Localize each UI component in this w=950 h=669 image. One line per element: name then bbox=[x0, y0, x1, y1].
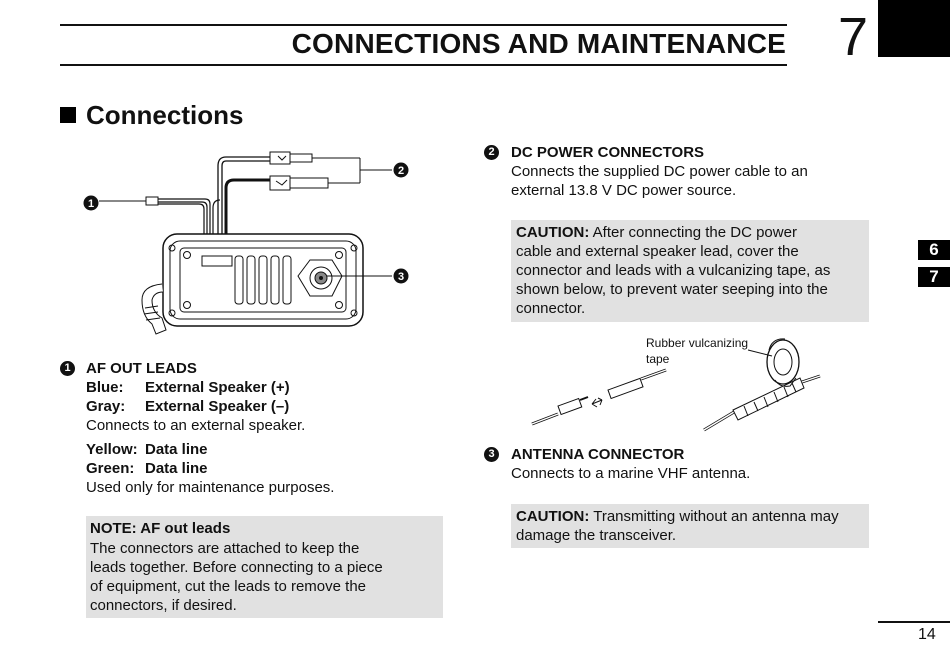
item-3-number: 3 bbox=[484, 447, 499, 462]
side-tab-6[interactable]: 6 bbox=[918, 240, 950, 260]
header-rule-top bbox=[60, 24, 787, 26]
caution-2-line-1: CAUTION: Transmitting without an antenna… bbox=[516, 507, 839, 526]
note-title: NOTE: AF out leads bbox=[90, 520, 231, 537]
item-1-number: 1 bbox=[60, 361, 75, 376]
note-box bbox=[86, 516, 443, 618]
blue-label: Blue: bbox=[86, 379, 124, 396]
caution-1-line-5: connector. bbox=[516, 300, 586, 317]
callout-3-text: 3 bbox=[398, 271, 404, 283]
side-tab-7[interactable]: 7 bbox=[918, 267, 950, 287]
dc-power-heading: DC POWER CONNECTORS bbox=[511, 144, 705, 161]
tape-label-line-2: tape bbox=[646, 352, 670, 366]
rear-panel-diagram: 1 2 3 bbox=[83, 151, 409, 335]
dc-power-desc-1: Connects the supplied DC power cable to … bbox=[511, 163, 808, 180]
vulcanizing-tape-diagram: Rubber vulcanizing tape bbox=[531, 336, 821, 432]
note-line-4: connectors, if desired. bbox=[90, 597, 237, 614]
caution-1-line-1: CAUTION: After connecting the DC power bbox=[516, 223, 797, 242]
chapter-title: CONNECTIONS AND MAINTENANCE bbox=[291, 28, 786, 59]
section-title-text: Connections bbox=[86, 100, 244, 130]
caution-box-1 bbox=[511, 220, 869, 322]
yellow-label: Yellow: bbox=[86, 441, 138, 458]
caution-1-line-4: shown below, to prevent water seeping in… bbox=[516, 281, 828, 298]
green-value: Data line bbox=[145, 460, 208, 477]
note-line-2: leads together. Before connecting to a p… bbox=[90, 559, 383, 576]
caution-2-line-2: damage the transceiver. bbox=[516, 527, 677, 544]
af-out-desc: Connects to an external speaker. bbox=[86, 417, 306, 434]
af-out-heading: AF OUT LEADS bbox=[86, 360, 197, 377]
gray-value: External Speaker (–) bbox=[145, 398, 290, 415]
maintenance-desc: Used only for maintenance purposes. bbox=[86, 479, 335, 496]
yellow-value: Data line bbox=[145, 441, 208, 458]
chapter-number: 7 bbox=[838, 7, 869, 67]
header-rule-bottom bbox=[60, 64, 787, 66]
note-line-1: The connectors are attached to keep the bbox=[90, 540, 360, 557]
gray-label: Gray: bbox=[86, 398, 126, 415]
square-bullet-icon bbox=[60, 107, 76, 123]
antenna-heading: ANTENNA CONNECTOR bbox=[511, 446, 685, 463]
caution-2-first-line: Transmitting without an antenna may bbox=[593, 508, 839, 525]
caution-1-first-line: After connecting the DC power bbox=[592, 224, 797, 241]
caution-2-label: CAUTION: bbox=[516, 508, 590, 525]
note-line-3: of equipment, cut the leads to remove th… bbox=[90, 578, 366, 595]
blue-value: External Speaker (+) bbox=[145, 379, 290, 396]
caution-1-line-3: connector and leads with a vulcanizing t… bbox=[516, 262, 831, 279]
dc-power-desc-2: external 13.8 V DC power source. bbox=[511, 182, 737, 199]
footer-rule bbox=[878, 621, 950, 623]
callout-2-icon bbox=[393, 162, 409, 178]
antenna-desc: Connects to a marine VHF antenna. bbox=[511, 465, 751, 482]
item-2-number: 2 bbox=[484, 145, 499, 160]
page-number: 14 bbox=[918, 626, 936, 643]
chapter-bar-top bbox=[878, 0, 950, 30]
tape-label-line-1: Rubber vulcanizing bbox=[646, 336, 748, 350]
caution-1-line-2: cable and external speaker lead, cover t… bbox=[516, 243, 799, 260]
section-title: Connections bbox=[60, 100, 243, 131]
green-label: Green: bbox=[86, 460, 135, 477]
caution-1-label: CAUTION: bbox=[516, 224, 590, 241]
callout-1-icon bbox=[83, 195, 99, 211]
chapter-bar-bottom bbox=[878, 30, 950, 57]
callout-3-icon bbox=[393, 268, 409, 284]
callout-1-text: 1 bbox=[88, 198, 94, 210]
caution-box-2 bbox=[511, 504, 869, 548]
callout-2-text: 2 bbox=[398, 165, 404, 177]
